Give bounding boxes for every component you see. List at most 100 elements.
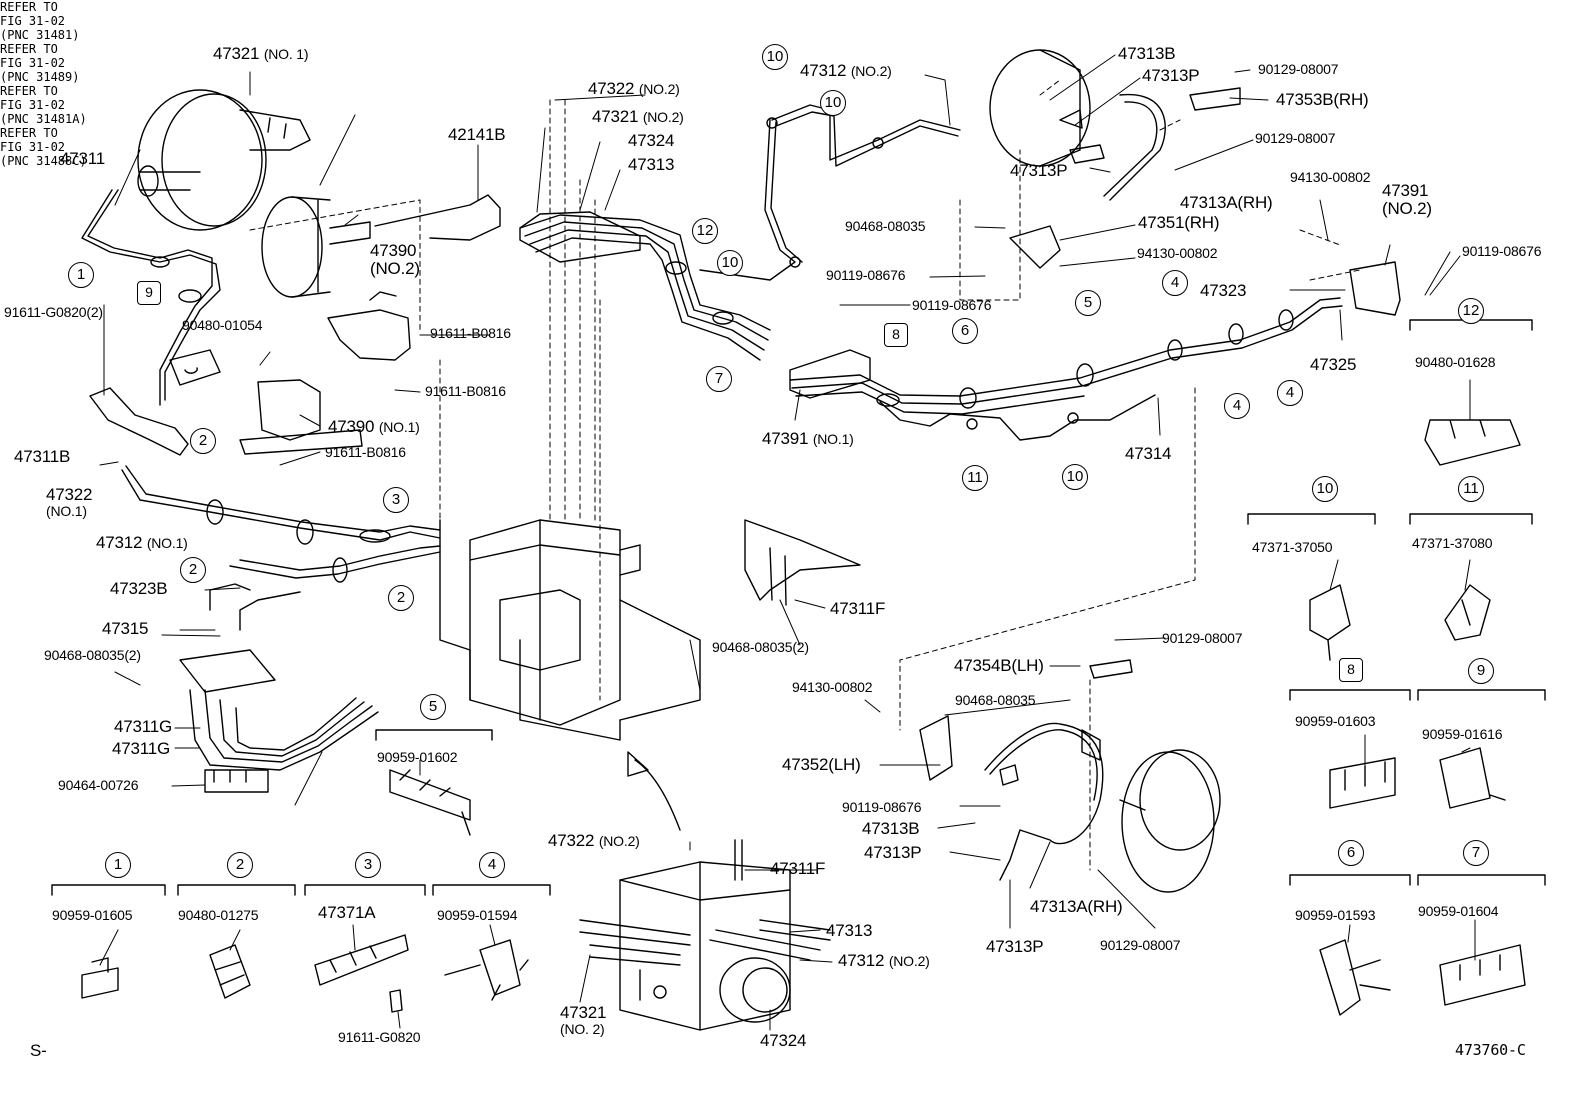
label-clamp-1: 90959-01605 — [52, 907, 133, 923]
label-clamp-11: 47371-37080 — [1412, 535, 1493, 551]
label-90468-08035-c: 90468-08035 — [955, 692, 1036, 708]
label-91611-b0816-b: 91611-B0816 — [425, 383, 506, 399]
label-47321-no1: 47321 (NO. 1) — [213, 44, 309, 63]
callout-12: 12 — [692, 218, 718, 244]
label-47391-no1: 47391 (NO.1) — [762, 429, 854, 448]
label-47321-no2: 47321 (NO.2) — [592, 107, 684, 126]
label-47324: 47324 — [628, 131, 675, 150]
callout-9: 9 — [137, 281, 161, 305]
callout-10-b: 10 — [820, 90, 846, 116]
label-47311b: 47311B — [14, 447, 71, 466]
callout-group-10: 10 — [1312, 476, 1338, 502]
label-47313p-b: 47313P — [1010, 161, 1068, 180]
rear-brake-lh — [919, 659, 1221, 893]
label-clamp-5: 90959-01602 — [377, 749, 458, 765]
label-clamp-3: 47371A — [318, 903, 376, 922]
label-91611-g0820-2: 91611-G0820(2) — [4, 304, 103, 320]
callout-2-a: 2 — [190, 428, 216, 454]
label-47324-b: 47324 — [760, 1031, 807, 1050]
label-47323: 47323 — [1200, 281, 1247, 300]
label-47322-no2: 47322 (NO.2) — [588, 79, 680, 98]
label-47321-no2-b: 47321(NO. 2) — [560, 1003, 607, 1037]
abs-actuator-detail — [579, 839, 831, 1031]
callout-4-b: 4 — [1224, 393, 1250, 419]
callout-group-7: 7 — [1463, 840, 1489, 866]
bracket-47390-no1 — [239, 379, 363, 455]
label-47314: 47314 — [1125, 444, 1172, 463]
label-94130-00802-c: 94130-00802 — [792, 679, 873, 695]
label-47322-no1: 47322(NO.1) — [46, 485, 93, 519]
junction-47391-no2 — [1349, 261, 1401, 316]
label-91611-b0816-c: 91611-B0816 — [325, 444, 406, 460]
callout-group-9: 9 — [1468, 658, 1494, 684]
brake-line-47312-no1 — [121, 469, 441, 541]
cushion-90480-01054 — [169, 349, 221, 386]
label-90468-08035-2: 90468-08035(2) — [44, 647, 141, 663]
rear-brake-rh — [989, 49, 1241, 269]
label-90119-08676-a: 90119-08676 — [826, 267, 906, 283]
junction-47391-no1 — [789, 349, 871, 399]
brake-line-47311-b — [87, 189, 213, 406]
label-clamp-6: 90959-01593 — [1295, 907, 1376, 923]
brake-line-47311g — [189, 689, 379, 771]
callout-group-4: 4 — [479, 852, 505, 878]
footer-left-code: S- — [30, 1041, 47, 1060]
label-47312-no1: 47312 (NO.1) — [96, 533, 188, 552]
bracket-47311f — [744, 519, 861, 601]
label-42141b: 42141B — [448, 125, 506, 144]
brake-line-right — [789, 297, 1341, 397]
label-47354b-lh: 47354B(LH) — [954, 656, 1044, 675]
callout-group-2: 2 — [227, 852, 253, 878]
bracket-47311b — [89, 387, 189, 456]
label-94130-00802-b: 94130-00802 — [1137, 245, 1218, 261]
label-47311g-a: 47311G — [114, 717, 173, 736]
callout-group-8: 8 — [1339, 658, 1363, 682]
callout-4-a: 4 — [1162, 270, 1188, 296]
bracket-42141b — [374, 194, 501, 241]
label-clamp-12: 90480-01628 — [1415, 354, 1496, 370]
callout-5: 5 — [1075, 290, 1101, 316]
label-47390-no2: 47390(NO.2) — [370, 241, 420, 278]
label-47313: 47313 — [628, 155, 675, 174]
callout-10-d: 10 — [1062, 464, 1088, 490]
label-47313a-rh: 47313A(RH) — [1180, 193, 1273, 212]
label-47311g-b: 47311G — [112, 739, 171, 758]
pointer-arrow — [634, 759, 681, 831]
callout-6: 6 — [952, 318, 978, 344]
brake-actuator-upper — [261, 196, 371, 298]
label-90119-08676-b: 90119-08676 — [1462, 243, 1542, 259]
label-clamp-4: 90959-01594 — [437, 907, 518, 923]
label-91611-b0816-a: 91611-B0816 — [430, 325, 511, 341]
label-47325: 47325 — [1310, 355, 1357, 374]
callout-7: 7 — [706, 366, 732, 392]
label-47311: 47311 — [60, 149, 106, 168]
footer-figure-code: 473760-C — [1455, 1041, 1526, 1059]
callout-group-11: 11 — [1458, 476, 1484, 502]
label-47351-rh: 47351(RH) — [1138, 213, 1220, 232]
label-47352-lh: 47352(LH) — [782, 755, 861, 774]
label-47313a-lower: 47313A(RH) — [1030, 897, 1123, 916]
label-90129-08007-a: 90129-08007 — [1258, 61, 1339, 77]
callout-group-1: 1 — [105, 852, 131, 878]
label-47313b: 47313B — [1118, 44, 1176, 63]
callout-8: 8 — [884, 323, 908, 347]
label-47323b: 47323B — [110, 579, 168, 598]
label-47313-b: 47313 — [826, 921, 873, 940]
label-47390-no1: 47390 (NO.1) — [328, 417, 420, 436]
brake-line-47311 — [81, 189, 221, 401]
callout-group-6: 6 — [1338, 840, 1364, 866]
label-90119-08676-c: 90119-08676 — [912, 297, 992, 313]
label-47313b-b: 47313B — [862, 819, 920, 838]
abs-actuator — [439, 519, 701, 741]
brake-line-47312-no2 — [699, 119, 796, 281]
callout-2-c: 2 — [388, 585, 414, 611]
label-47312-no2: 47312 (NO.2) — [800, 61, 892, 80]
label-94130-00802-a: 94130-00802 — [1290, 169, 1371, 185]
label-90129-08007-d: 90129-08007 — [1100, 937, 1181, 953]
